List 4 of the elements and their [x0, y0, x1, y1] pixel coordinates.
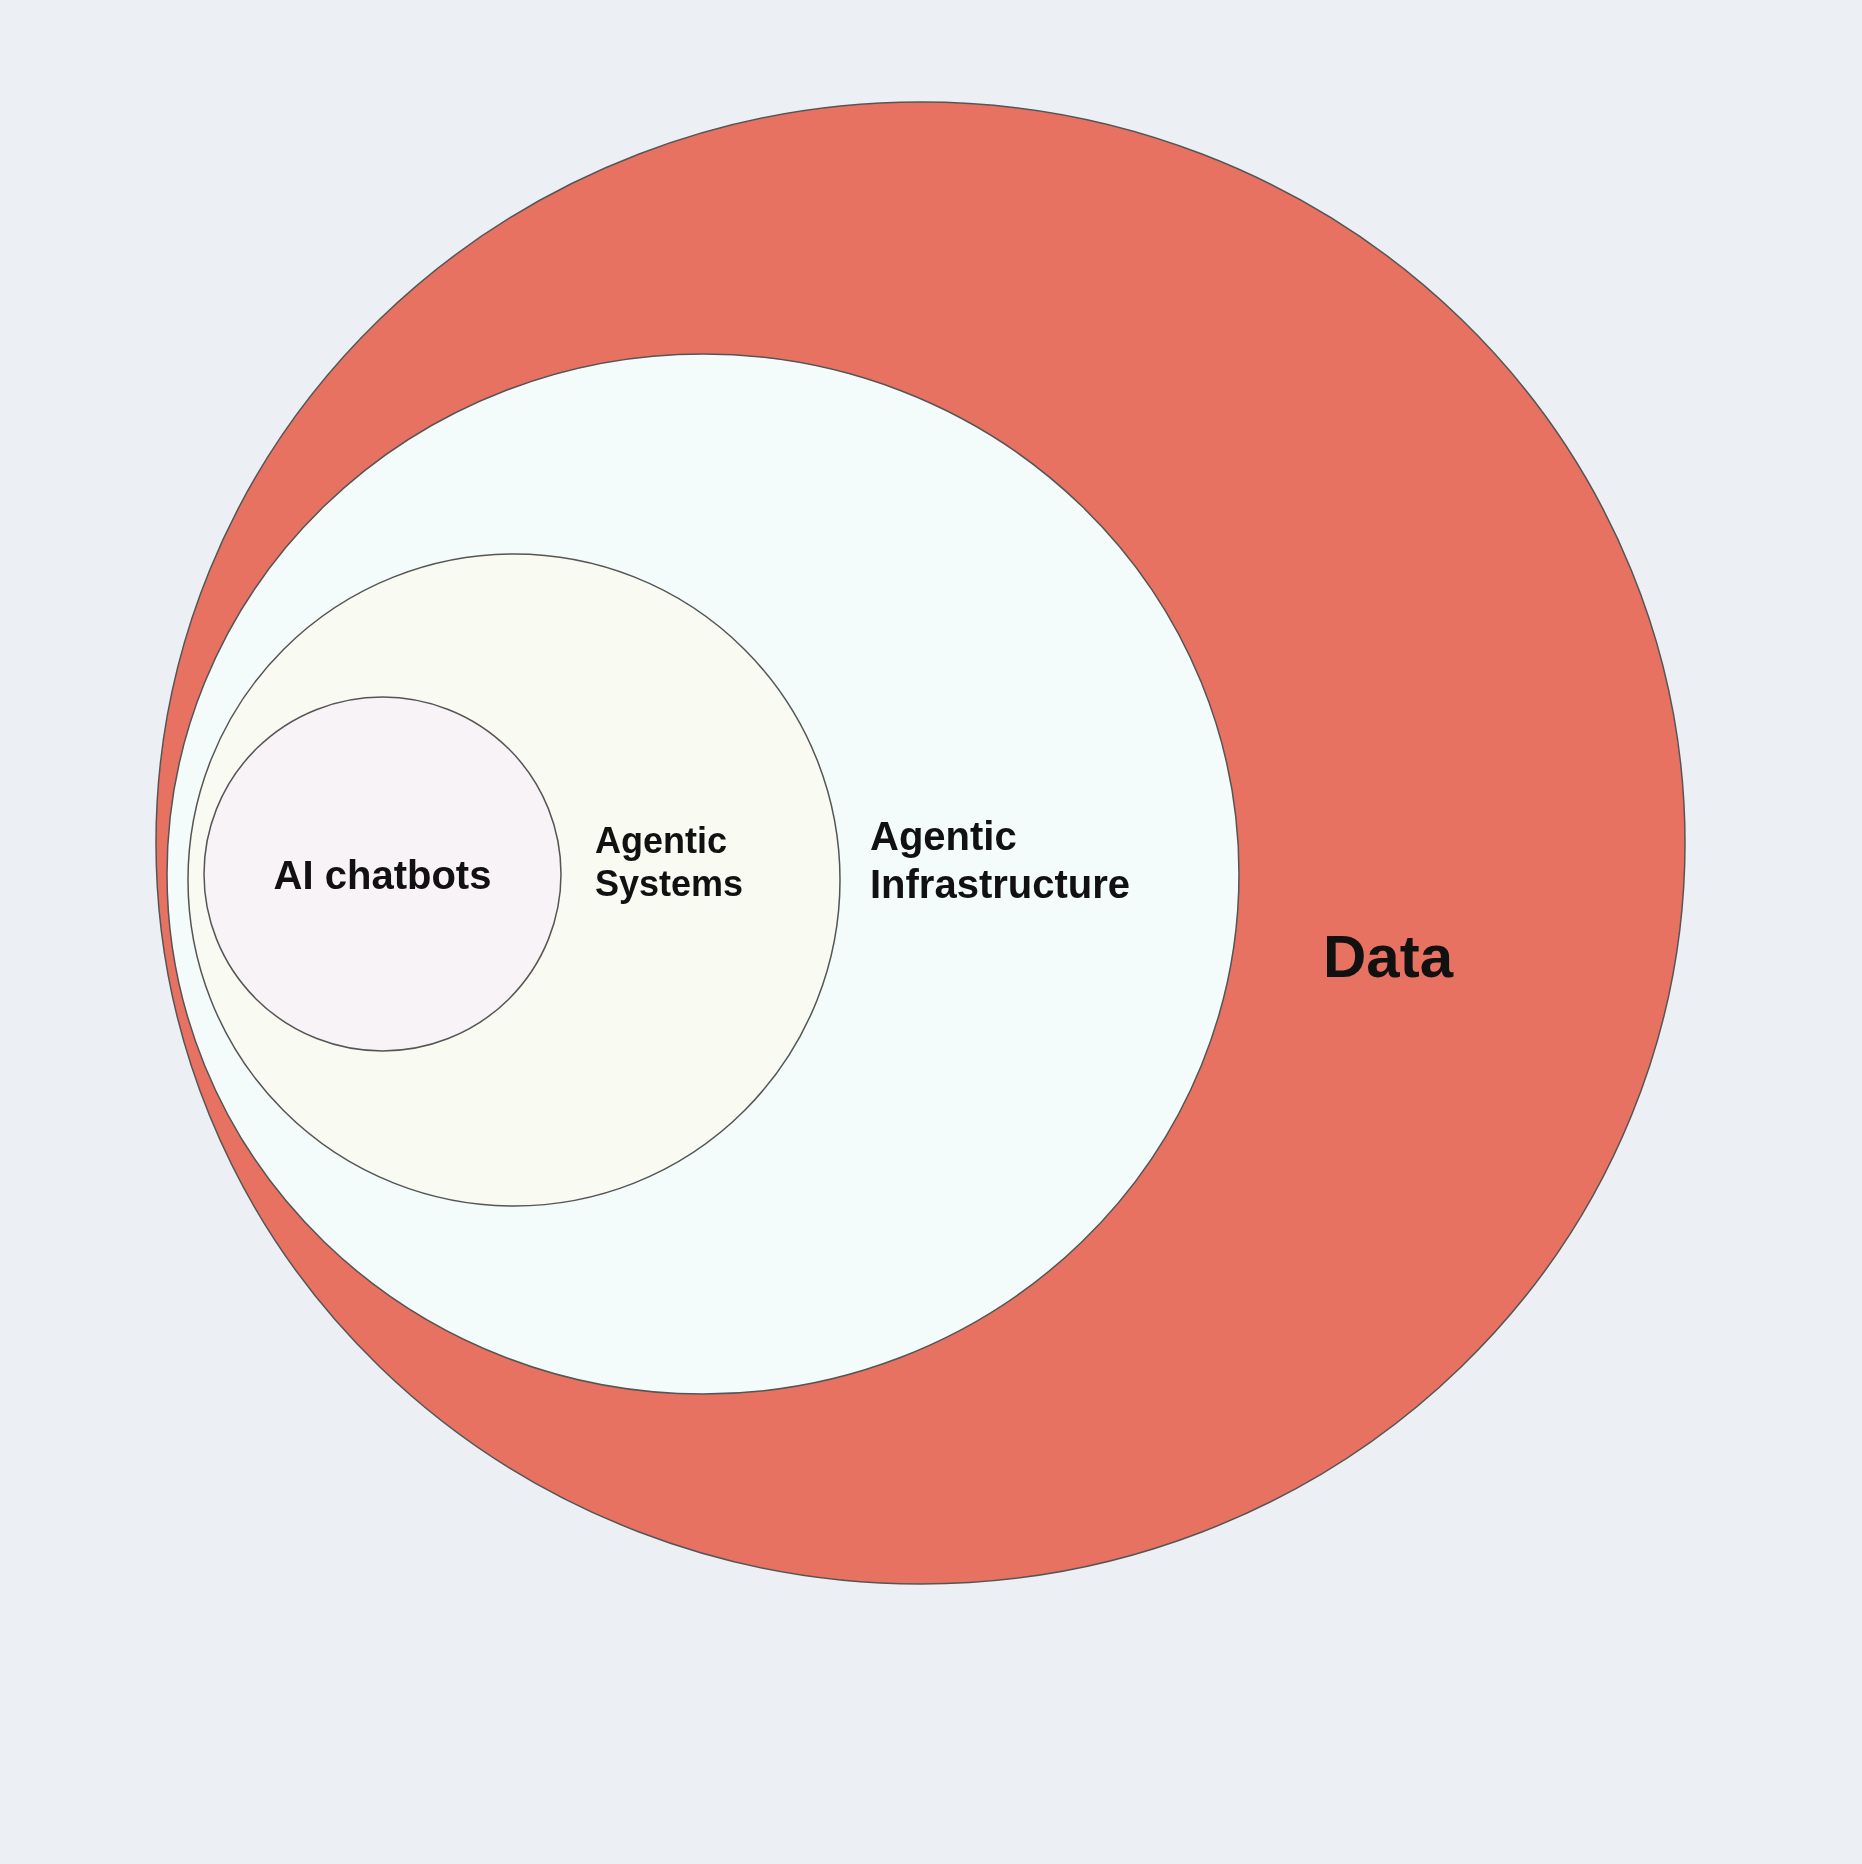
region-label: Agentic Infrastructure	[870, 813, 1132, 908]
region-label: AI chatbots	[272, 852, 493, 899]
region-label: Data	[1323, 922, 1455, 992]
region-label: Agentic Systems	[595, 819, 745, 906]
